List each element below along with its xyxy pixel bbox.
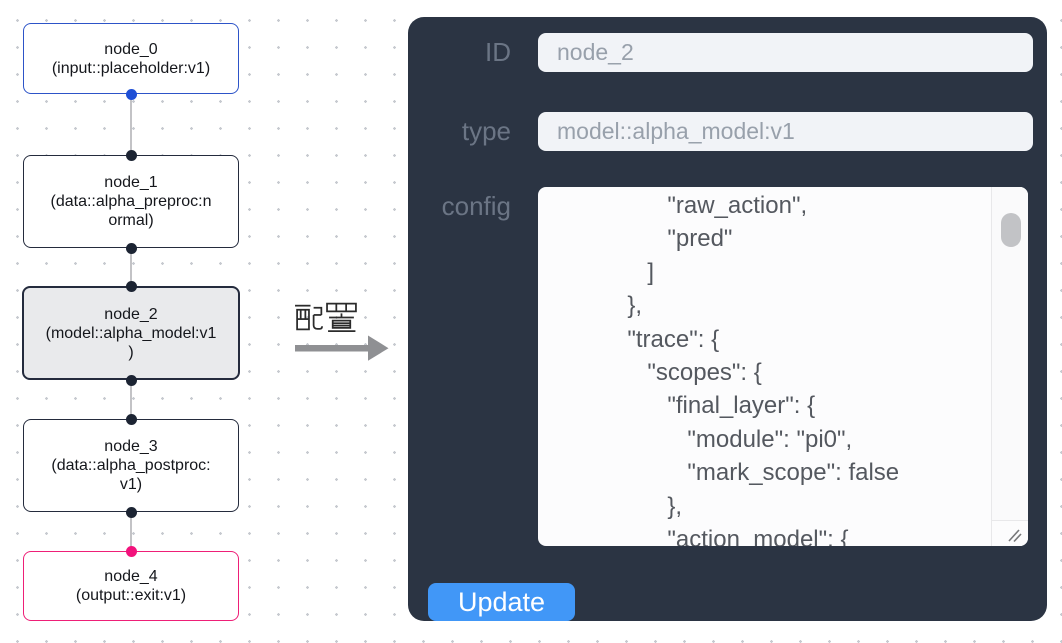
type-field-label: type <box>461 116 511 146</box>
config-annotation-glyphs <box>295 302 357 333</box>
flow-node-node_4[interactable]: node_4 (output::exit:v1) <box>23 551 239 621</box>
config-scrollbar-track[interactable] <box>991 187 1028 521</box>
config-resize-corner[interactable] <box>991 520 1028 546</box>
config-json-text: "raw_action", "pred" ] }, "trace": { "sc… <box>627 192 900 546</box>
resize-grip-icon <box>1008 529 1022 543</box>
port-dot-node_3-out[interactable] <box>126 507 137 518</box>
id-field-label: ID <box>485 37 511 67</box>
port-dot-node_2-out[interactable] <box>126 375 137 386</box>
config-textarea[interactable]: "raw_action", "pred" ] }, "trace": { "sc… <box>538 187 1028 546</box>
port-dot-node_0-out[interactable] <box>126 89 137 100</box>
update-button[interactable]: Update <box>428 583 575 621</box>
id-input[interactable] <box>538 33 1033 72</box>
flow-node-node_0[interactable]: node_0 (input::placeholder:v1) <box>23 23 239 94</box>
node-label: node_4 (output::exit:v1) <box>75 568 187 604</box>
type-input[interactable] <box>538 112 1033 151</box>
node-config-panel: ID type config "raw_action", "pred" ] },… <box>408 17 1047 621</box>
node-label: node_3 (data::alpha_postproc: v1) <box>51 438 211 493</box>
node-label: node_0 (input::placeholder:v1) <box>51 40 211 77</box>
port-dot-node_2-in[interactable] <box>126 281 137 292</box>
flow-node-node_1[interactable]: node_1 (data::alpha_preproc:n ormal) <box>23 155 239 248</box>
config-scrollbar-thumb[interactable] <box>1001 213 1021 247</box>
port-dot-node_3-in[interactable] <box>126 414 137 425</box>
node-label: node_1 (data::alpha_preproc:n ormal) <box>50 174 212 229</box>
port-dot-node_1-in[interactable] <box>126 150 137 161</box>
config-annotation: 配置 <box>294 300 389 361</box>
port-dot-node_4-in[interactable] <box>126 546 137 557</box>
right-arrow-icon <box>295 335 389 361</box>
flow-node-node_2-selected[interactable]: node_2 (model::alpha_model:v1 ) <box>22 286 240 380</box>
flow-node-node_3[interactable]: node_3 (data::alpha_postproc: v1) <box>23 419 239 512</box>
node-label: node_2 (model::alpha_model:v1 ) <box>45 305 217 361</box>
port-dot-node_1-out[interactable] <box>126 243 137 254</box>
config-field-label: config <box>441 191 511 221</box>
